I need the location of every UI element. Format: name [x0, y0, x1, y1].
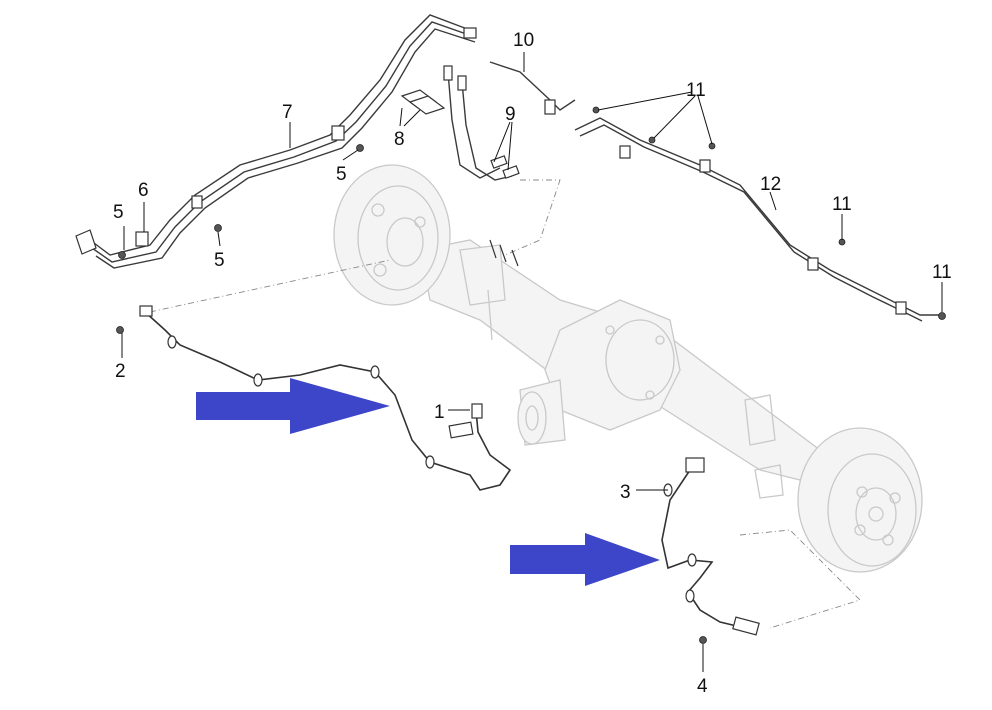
callout-9: 9 — [505, 104, 516, 125]
highlight-arrow-lower — [510, 533, 660, 586]
callout-11-top: 11 — [686, 80, 706, 101]
brake-pipe-left — [75, 14, 477, 269]
callout-11-middle: 11 — [832, 194, 852, 215]
left-brake-drum — [333, 164, 451, 306]
callout-1: 1 — [434, 402, 445, 423]
callout-leaders — [121, 52, 943, 672]
callout-2: 2 — [115, 361, 126, 382]
rear-axle-assembly — [333, 164, 923, 573]
callout-5-top: 5 — [336, 164, 347, 185]
brake-pipe-right — [574, 106, 946, 322]
sensor-head — [685, 457, 705, 473]
pinion-flange — [517, 391, 547, 445]
assembly-reference-lines — [149, 179, 861, 629]
callout-labels: 1 2 3 4 5 5 5 6 7 8 9 10 11 11 11 12 — [113, 30, 952, 697]
brake-hoses — [443, 65, 520, 181]
callout-12: 12 — [760, 174, 781, 195]
callout-11-right: 11 — [932, 262, 952, 283]
callout-4: 4 — [697, 676, 708, 697]
brake-pipe-10 — [489, 61, 576, 115]
callout-5-left: 5 — [113, 202, 124, 223]
callout-6: 6 — [138, 180, 149, 201]
right-brake-drum — [797, 427, 923, 573]
callout-8: 8 — [394, 129, 405, 150]
highlight-arrow-upper — [196, 378, 390, 434]
pipe-clips — [400, 89, 519, 267]
callout-3: 3 — [620, 482, 631, 503]
callout-10: 10 — [513, 30, 534, 51]
wheel-speed-sensor-lower — [661, 457, 760, 644]
callout-5-middle: 5 — [214, 250, 225, 271]
callout-7: 7 — [282, 102, 293, 123]
wheel-speed-sensor-upper — [116, 305, 512, 491]
bolt-group-5 — [118, 144, 364, 259]
